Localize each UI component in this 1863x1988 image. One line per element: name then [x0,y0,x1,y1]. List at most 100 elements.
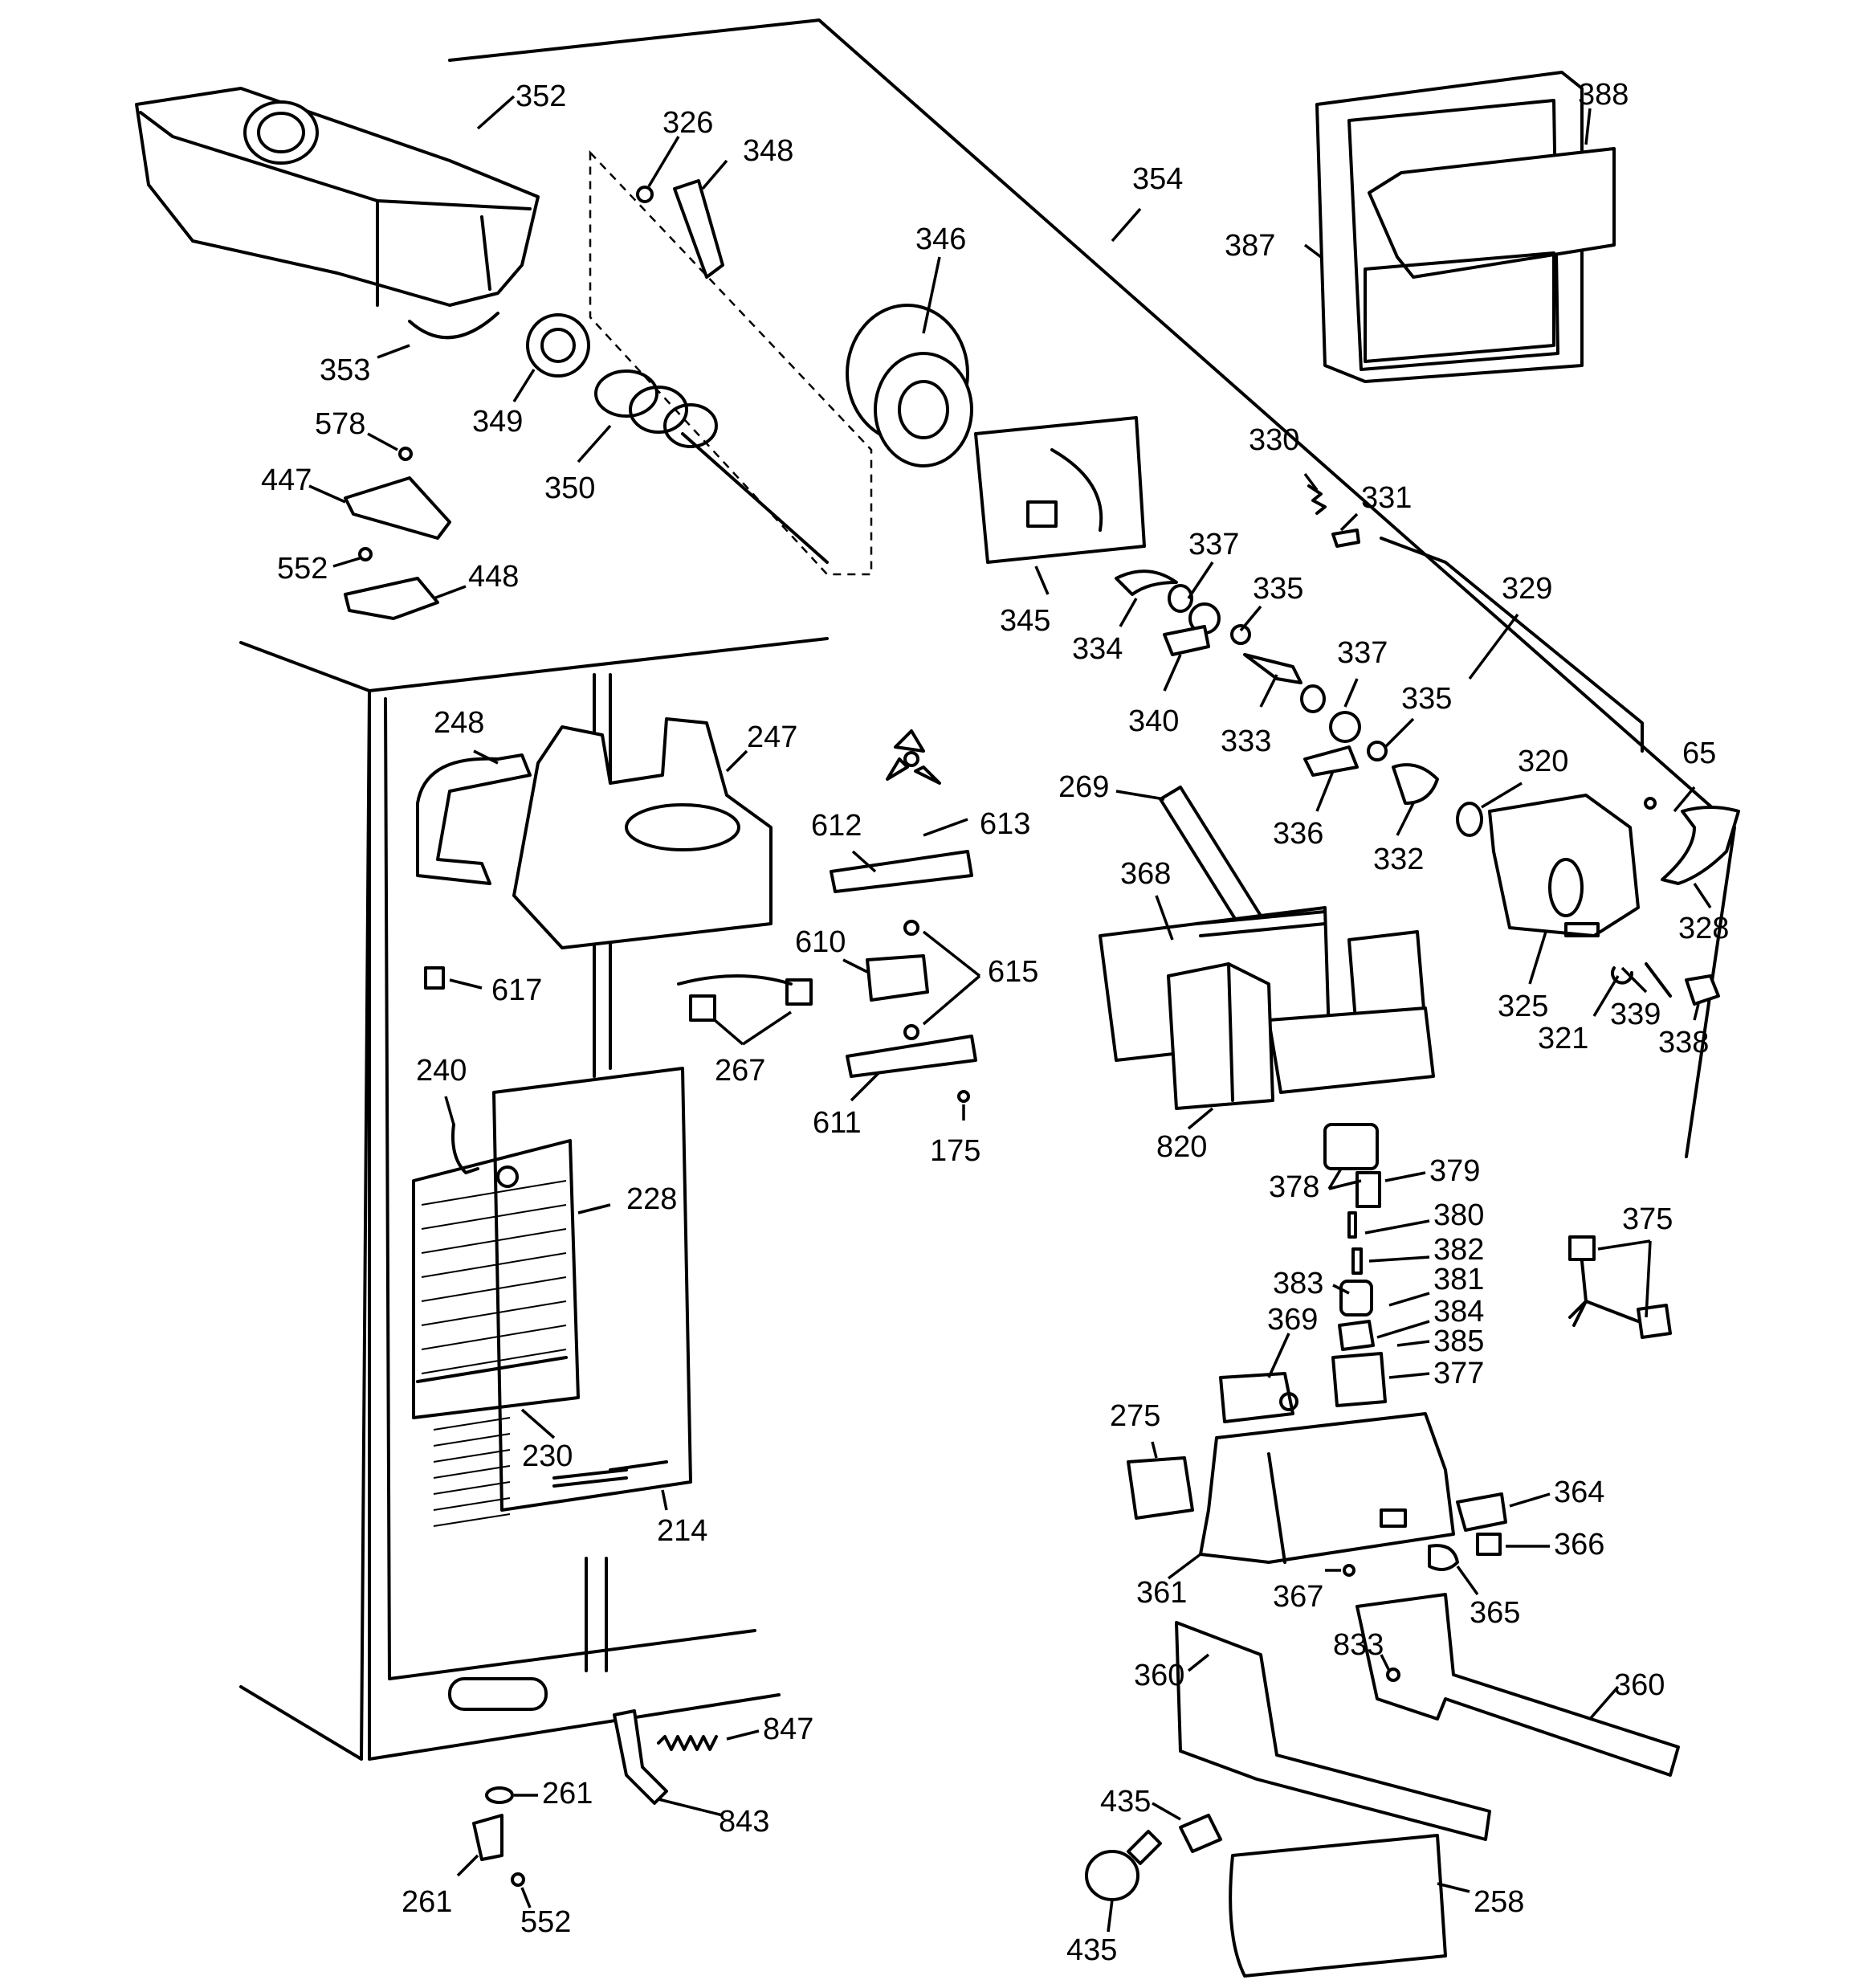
callout-833: 833 [1333,1628,1384,1662]
callout-369: 369 [1267,1303,1318,1337]
fan-613 [886,729,941,785]
ice-maker-body-368 [1099,906,1435,1094]
wiring-267 [677,974,813,1022]
callout-336: 336 [1273,817,1323,851]
callout-843: 843 [719,1805,769,1839]
callout-617: 617 [491,974,542,1007]
dashed-enclosure [589,149,873,576]
callout-338: 338 [1658,1026,1709,1059]
callout-366: 366 [1554,1528,1604,1561]
screw-175 [957,1090,970,1103]
callout-360-right: 360 [1614,1668,1665,1702]
callout-326: 326 [662,106,713,140]
part-366 [1476,1533,1502,1556]
screw-367 [1343,1564,1355,1577]
sensor-240 [451,1123,479,1174]
callout-435-bulb: 435 [1066,1933,1117,1967]
harness-375 [1568,1235,1672,1339]
callout-349: 349 [472,405,523,439]
housing-361 [1199,1412,1455,1564]
callout-214: 214 [657,1514,707,1548]
module-820 [1167,962,1274,1110]
callout-258: 258 [1474,1885,1524,1919]
duct-248 [416,753,532,885]
callout-377: 377 [1433,1357,1484,1390]
callout-365: 365 [1470,1596,1520,1630]
callout-388: 388 [1578,78,1629,112]
clip-617 [424,966,445,990]
callout-610: 610 [795,925,846,959]
bracket-447 [344,476,451,540]
callout-269: 269 [1058,770,1109,804]
leader-lines [308,95,1712,1933]
callout-387: 387 [1225,229,1275,263]
grommet-615a [903,920,919,936]
callout-275: 275 [1110,1399,1160,1433]
washer-326 [636,186,654,203]
callout-labels: 352 326 348 346 354 388 387 353 349 350 … [261,78,1729,1967]
blade-348 [673,179,724,279]
evaporator-228 [421,1180,567,1527]
callout-350: 350 [544,471,595,505]
callout-332: 332 [1373,843,1424,876]
screw-65 [1644,797,1657,810]
callout-330: 330 [1249,423,1299,457]
screw-552a [358,547,373,561]
callout-65: 65 [1682,737,1716,770]
arm-328 [1661,806,1740,885]
callout-447: 447 [261,463,312,497]
callout-613: 613 [980,807,1030,841]
motor-cup-346 [846,304,973,467]
callout-435-socket: 435 [1100,1785,1151,1819]
callout-335-mid: 335 [1401,682,1452,716]
linkage-parts [1115,569,1439,805]
rod-329 [1380,537,1644,753]
callout-352: 352 [516,80,566,113]
callout-615: 615 [988,955,1038,989]
callout-375: 375 [1622,1202,1673,1236]
callout-611: 611 [813,1106,862,1140]
callout-353: 353 [320,353,370,387]
spring-330 [1307,484,1327,515]
bracket-611 [846,1035,977,1078]
callout-321: 321 [1538,1022,1588,1055]
plate-275 [1127,1456,1194,1520]
cover-panel-214 [412,1067,692,1527]
bracket-338 [1685,974,1720,1006]
callout-261-hinge: 261 [402,1885,452,1919]
dispenser-door-387-388 [1315,71,1616,383]
callout-345: 345 [1000,604,1050,638]
fill-tube-269 [1159,786,1262,929]
callout-552-bottom: 552 [520,1905,571,1939]
callout-337-mid: 337 [1337,636,1388,670]
callout-230: 230 [522,1439,573,1473]
callout-331: 331 [1361,481,1412,515]
callout-364: 364 [1554,1476,1604,1509]
callout-385: 385 [1433,1325,1484,1358]
pin-339 [1645,962,1672,998]
callout-346: 346 [915,222,966,256]
light-435 [1085,1814,1222,1901]
callout-378: 378 [1269,1170,1319,1204]
cover-258 [1229,1834,1447,1978]
spring-847 [657,1735,718,1751]
rails-360 [1175,1593,1680,1841]
callout-175: 175 [930,1134,980,1168]
callout-448: 448 [468,560,519,594]
sensor-240-head [496,1165,519,1188]
part-365 [1428,1544,1459,1571]
refrigerator-liner [239,637,829,1761]
callout-847: 847 [763,1712,813,1746]
callout-325: 325 [1498,990,1548,1023]
callout-379: 379 [1429,1154,1480,1188]
hinge-261b [472,1814,503,1861]
callout-339: 339 [1610,998,1661,1031]
callout-382: 382 [1433,1233,1484,1267]
callout-361: 361 [1136,1576,1187,1610]
callout-248: 248 [434,706,484,740]
callout-384: 384 [1433,1295,1484,1329]
callout-320: 320 [1518,745,1568,778]
bracket-612 [830,850,973,893]
callout-247: 247 [747,720,797,754]
